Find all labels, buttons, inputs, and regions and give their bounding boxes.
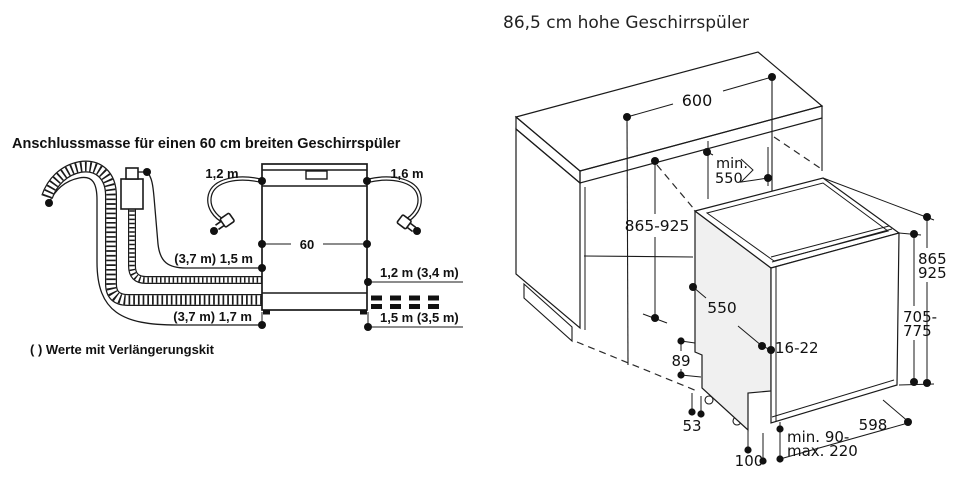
hose-length-leader-lines: [48, 171, 262, 326]
appliance-foot-right: [360, 310, 367, 315]
width-dimension: 60: [262, 237, 367, 252]
door-face: [770, 232, 900, 424]
connection-dimensions-diagram: Anschlussmasse für einen 60 cm breiten G…: [12, 136, 463, 357]
width-label: 60: [300, 237, 314, 252]
niche-depth-label-2: 550: [715, 171, 743, 187]
hidden-edge-right-section: [773, 136, 821, 169]
plug-icon-left: [215, 212, 235, 231]
cabinet-plinth: [523, 282, 573, 343]
niche-depth-label-1: min.: [716, 156, 748, 172]
kick-and-width-dimension: min. 90- max. 220 598: [779, 399, 911, 460]
niche-height-label: 865-925: [625, 217, 690, 235]
rear-foot-label: 53: [682, 417, 701, 435]
appliance-foot-left: [263, 310, 270, 315]
total-height-label-1: 865: [918, 250, 947, 268]
door-height-label-2: 775: [903, 322, 932, 340]
hidden-edge-niche: [656, 164, 695, 210]
niche-width-label: 600: [682, 91, 713, 110]
niche-height-dimension: 865-925: [625, 161, 690, 318]
cord-right-label: 1,6 m: [390, 166, 423, 181]
power-cord-left: [207, 176, 263, 231]
drain-hose: [41, 160, 266, 306]
rear-recess-label: 89: [671, 352, 690, 370]
kick-label-1: min. 90-: [787, 428, 849, 446]
niche-depth-dimension: min. 550: [706, 141, 769, 199]
hidden-floor-line: [576, 341, 698, 392]
niche-width-dimension: 600: [626, 76, 773, 118]
rear-roller-icon: [704, 395, 714, 405]
power-cord-right: [366, 176, 422, 233]
kick-label-2: max. 220: [787, 442, 858, 460]
appliance-width-label: 598: [859, 416, 888, 434]
outlet-bottom-label: 1,5 m (3,5 m): [380, 310, 459, 325]
front-clearance-dimension: 100: [735, 430, 764, 470]
control-panel-display: [305, 170, 328, 180]
aquastop-valve: [120, 167, 147, 210]
left-cabinet-panel: [515, 127, 586, 343]
door-height-label-1: 705-: [903, 308, 937, 326]
total-height-label-2: 925: [918, 264, 947, 282]
supply-hose-label: (3,7 m) 1,5 m: [174, 251, 253, 266]
right-diagram-title: 86,5 cm hohe Geschirrspüler: [503, 13, 749, 33]
extension-kit-footnote: ( ) Werte mit Verlängerungskit: [30, 342, 215, 357]
outlet-top-label: 1,2 m (3,4 m): [380, 265, 459, 280]
niche-structure: [576, 77, 823, 392]
outlet-dimensions: [261, 281, 463, 328]
left-dimension-dots: [45, 168, 421, 331]
appliance-depth-dimension: 550 16-22: [692, 286, 819, 357]
left-diagram-title: Anschlussmasse für einen 60 cm breiten G…: [12, 136, 401, 152]
cord-left-label: 1,2 m: [205, 166, 238, 181]
plug-icon-right: [396, 214, 417, 233]
dishwasher-front-view: [261, 163, 368, 315]
niche-dimensions-diagram: 86,5 cm hohe Geschirrspüler: [503, 13, 947, 470]
door-thickness-label: 16-22: [775, 339, 819, 357]
drain-hose-label: (3,7 m) 1,7 m: [173, 309, 252, 324]
appliance-depth-label: 550: [707, 299, 737, 317]
countertop: [514, 51, 824, 185]
right-dimension-dots: [623, 73, 931, 465]
front-clearance-label: 100: [735, 452, 764, 470]
